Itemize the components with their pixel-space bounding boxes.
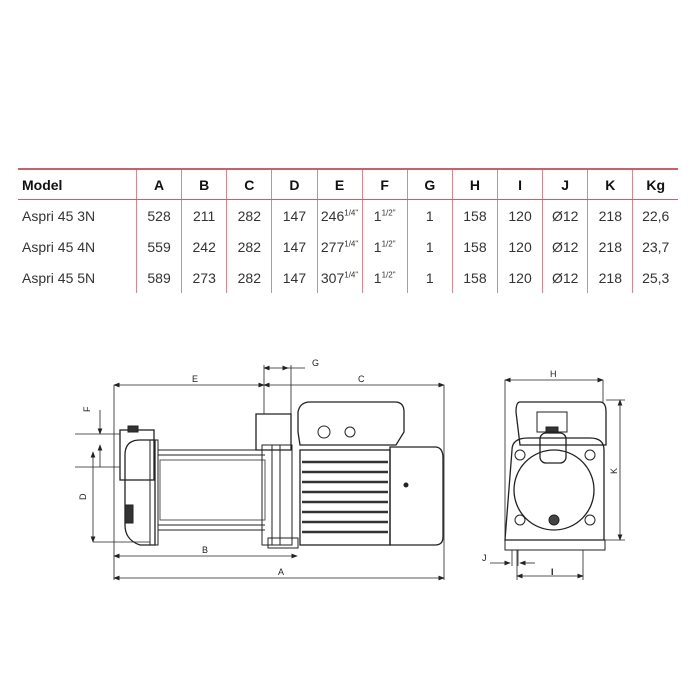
table-cell: 120 — [496, 199, 543, 231]
label-i: I — [551, 567, 554, 577]
table-cell: 2771/4" — [316, 231, 363, 262]
table-cell: Aspri 45 4N — [22, 238, 96, 255]
table-cell: 2461/4" — [316, 199, 363, 231]
table-cell: 273 — [181, 262, 227, 293]
header-cell: K — [587, 169, 633, 200]
table-cell: 282 — [226, 199, 272, 231]
table-cell: 120 — [496, 262, 543, 293]
table-cell: 218 — [587, 262, 633, 293]
table-cell: Aspri 45 5N — [22, 269, 96, 286]
table-cell: 211 — [181, 199, 227, 231]
table-cell: 22,6 — [632, 199, 678, 231]
table-cell: 11/2" — [361, 262, 408, 293]
table-cell: 589 — [135, 262, 182, 293]
label-d: D — [78, 493, 88, 500]
table-cell: 158 — [451, 199, 498, 231]
table-cell: 1 — [406, 262, 453, 293]
header-cell: B — [181, 169, 227, 200]
table-cell: Ø12 — [542, 199, 588, 231]
dimensions-table: Model A B C D E F G H I J K Kg Aspri 45 … — [18, 168, 678, 293]
label-k: K — [609, 468, 619, 474]
table-cell: 23,7 — [632, 231, 678, 262]
table-cell: 528 — [135, 199, 182, 231]
label-g: G — [312, 358, 319, 368]
header-cell: F — [361, 169, 408, 200]
label-c: C — [358, 374, 365, 384]
label-b: B — [202, 545, 208, 555]
table-cell: 218 — [587, 231, 633, 262]
header-cell: I — [496, 169, 543, 200]
table-cell: 282 — [226, 262, 272, 293]
table-cell: 559 — [135, 231, 182, 262]
header-cell: D — [271, 169, 317, 200]
table-cell: 147 — [271, 199, 317, 231]
table-cell: 11/2" — [361, 199, 408, 231]
header-cell: J — [542, 169, 588, 200]
table-cell: 242 — [181, 231, 227, 262]
dimension-lines — [75, 365, 625, 581]
table-cell: 218 — [587, 199, 633, 231]
table-cell: Ø12 — [542, 231, 588, 262]
table-cell: 25,3 — [632, 262, 678, 293]
table-cell: 1 — [406, 199, 453, 231]
side-view — [119, 401, 444, 549]
header-cell: H — [451, 169, 498, 200]
header-cell: G — [406, 169, 453, 200]
table-cell: 3071/4" — [316, 262, 363, 293]
table-cell: 158 — [451, 231, 498, 262]
header-cell: Model — [18, 169, 137, 200]
table-cell: 147 — [271, 262, 317, 293]
header-cell: C — [226, 169, 272, 200]
header-cell: Kg — [632, 169, 678, 200]
dimension-labels: E C G B A F D H K J I — [78, 358, 619, 577]
table-cell: 282 — [226, 231, 272, 262]
table-cell: 120 — [496, 231, 543, 262]
label-f: F — [82, 406, 92, 412]
table-cell: 11/2" — [361, 231, 408, 262]
table-header-row: Model A B C D E F G H I J K Kg — [18, 169, 678, 200]
label-a: A — [278, 567, 284, 577]
header-cell: A — [135, 169, 182, 200]
label-j: J — [482, 553, 487, 563]
table-cell: 147 — [271, 231, 317, 262]
front-view — [504, 401, 607, 551]
table-cell: Aspri 45 3N — [22, 207, 96, 224]
table-cell: Ø12 — [542, 262, 588, 293]
label-h: H — [550, 369, 557, 379]
table-cell: 1 — [406, 231, 453, 262]
table-cell: 158 — [451, 262, 498, 293]
label-e: E — [192, 374, 198, 384]
header-cell: E — [316, 169, 363, 200]
